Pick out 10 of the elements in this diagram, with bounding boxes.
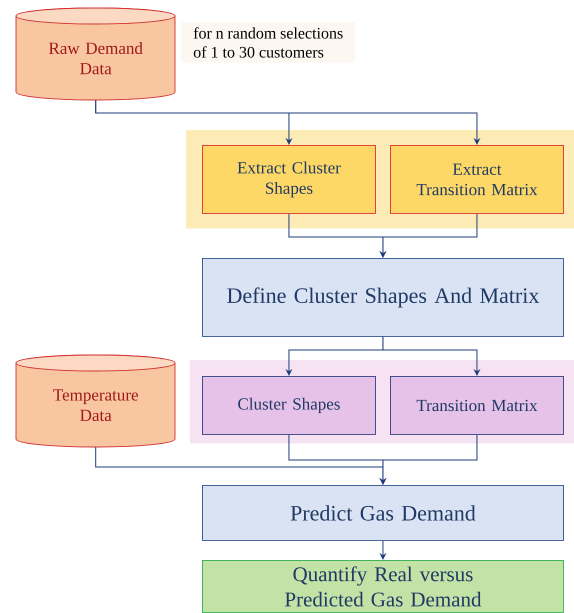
- process-box: Define Cluster Shapes And Matrix: [202, 258, 564, 337]
- database-cylinder: Raw Demand Data: [16, 8, 176, 100]
- note-text: for n random selections of 1 to 30 customers: [181, 22, 356, 63]
- database-cylinder: Temperature Data: [16, 354, 176, 448]
- result-box: Quantify Real versus Predicted Gas Demand: [202, 560, 564, 613]
- output-box: Transition Matrix: [390, 376, 564, 435]
- process-box: Extract Transition Matrix: [390, 145, 564, 214]
- process-box: Predict Gas Demand: [202, 485, 564, 541]
- output-box: Cluster Shapes: [202, 376, 376, 435]
- process-box: Extract Cluster Shapes: [202, 145, 376, 214]
